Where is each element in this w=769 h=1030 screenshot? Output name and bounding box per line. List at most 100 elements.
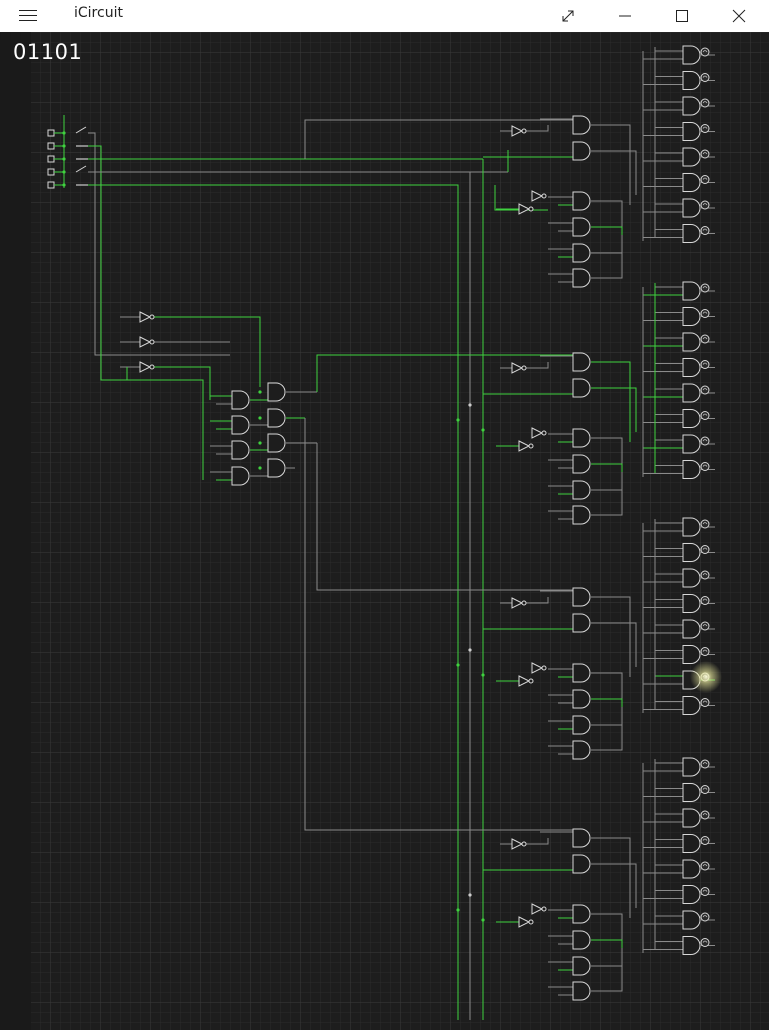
- circuit-canvas[interactable]: [0, 32, 769, 1030]
- not-gate: [511, 838, 527, 850]
- and-gate: [682, 910, 701, 930]
- output-lamp: [700, 912, 710, 922]
- wire: [591, 472, 623, 516]
- wire: [591, 235, 623, 279]
- output-lamp: [700, 938, 710, 947]
- not-gate: [518, 916, 534, 928]
- wire: [526, 362, 549, 369]
- junction: [258, 390, 262, 394]
- wire: [591, 837, 631, 918]
- output-lamp: [700, 73, 710, 82]
- wire: [591, 672, 623, 707]
- wire: [304, 119, 573, 159]
- output-lamp: [700, 309, 710, 318]
- binary-readout: 01101: [13, 40, 83, 64]
- output-lamp: [700, 785, 710, 794]
- output-lamp: [700, 149, 710, 159]
- and-gate: [682, 173, 701, 192]
- wire: [591, 124, 631, 205]
- and-gate: [572, 454, 591, 474]
- hamburger-icon[interactable]: [14, 7, 44, 25]
- wire: [591, 948, 623, 992]
- output-lamp: [700, 226, 710, 235]
- and-gate: [682, 757, 701, 777]
- not-gate: [531, 903, 547, 915]
- input-switch: [47, 155, 88, 163]
- and-gate: [682, 383, 701, 403]
- and-gate: [682, 224, 701, 243]
- wire: [126, 367, 204, 480]
- and-gate: [572, 740, 591, 760]
- wire: [591, 939, 623, 948]
- and-gate: [572, 828, 591, 848]
- and-gate: [572, 217, 591, 237]
- output-lamp: [700, 887, 710, 896]
- wire: [316, 354, 573, 392]
- wire: [526, 125, 549, 132]
- output-lamp: [700, 596, 710, 605]
- and-gate: [682, 543, 701, 562]
- junction: [258, 416, 262, 420]
- wire: [304, 418, 573, 831]
- output-lamp: [700, 621, 710, 631]
- wire: [591, 226, 623, 235]
- and-gate: [572, 141, 591, 161]
- junction: [481, 428, 485, 432]
- output-lamp: [700, 810, 710, 820]
- and-gate: [682, 885, 701, 904]
- and-gate: [572, 505, 591, 525]
- wire: [591, 387, 637, 432]
- not-gate: [531, 662, 547, 674]
- wire: [591, 863, 637, 908]
- input-switch: [47, 126, 87, 137]
- maximize-icon[interactable]: [659, 0, 705, 32]
- wire: [88, 132, 230, 356]
- and-gate: [682, 358, 701, 377]
- wire: [152, 316, 261, 387]
- and-gate: [572, 689, 591, 709]
- not-gate: [139, 311, 155, 323]
- not-gate: [511, 125, 527, 137]
- and-gate: [682, 859, 701, 879]
- and-gate: [267, 382, 286, 402]
- and-gate: [682, 517, 701, 537]
- wire: [591, 913, 623, 948]
- and-gate: [572, 956, 591, 976]
- and-gate: [267, 408, 286, 428]
- and-gate: [572, 663, 591, 683]
- wire: [526, 597, 549, 604]
- output-lamp: [700, 647, 710, 656]
- title-bar: iCircuit: [0, 0, 769, 32]
- wire: [591, 698, 623, 707]
- output-lamp: [700, 334, 710, 344]
- junction: [258, 466, 262, 470]
- junction: [468, 893, 472, 897]
- and-gate: [231, 466, 250, 486]
- expand-icon[interactable]: [545, 0, 591, 32]
- not-gate: [531, 190, 547, 202]
- and-gate: [572, 378, 591, 398]
- and-gate: [682, 434, 701, 454]
- and-gate: [682, 568, 701, 588]
- close-icon[interactable]: [716, 0, 762, 32]
- and-gate: [682, 45, 701, 65]
- minimize-icon[interactable]: [602, 0, 648, 32]
- wire: [88, 184, 459, 1020]
- output-lamp: [700, 200, 710, 210]
- and-gate: [682, 409, 701, 428]
- probe-layer: [690, 661, 722, 693]
- and-gate: [572, 191, 591, 211]
- and-gate: [231, 415, 250, 435]
- and-gate: [572, 715, 591, 735]
- output-lamp: [700, 385, 710, 395]
- not-gate: [139, 361, 155, 373]
- and-gate: [572, 268, 591, 288]
- wire: [316, 443, 573, 591]
- output-lamp: [700, 436, 710, 446]
- wire: [591, 361, 631, 442]
- and-gate: [572, 930, 591, 950]
- and-gate: [572, 904, 591, 924]
- junction: [456, 418, 460, 422]
- and-gate: [572, 428, 591, 448]
- and-gate: [682, 783, 701, 802]
